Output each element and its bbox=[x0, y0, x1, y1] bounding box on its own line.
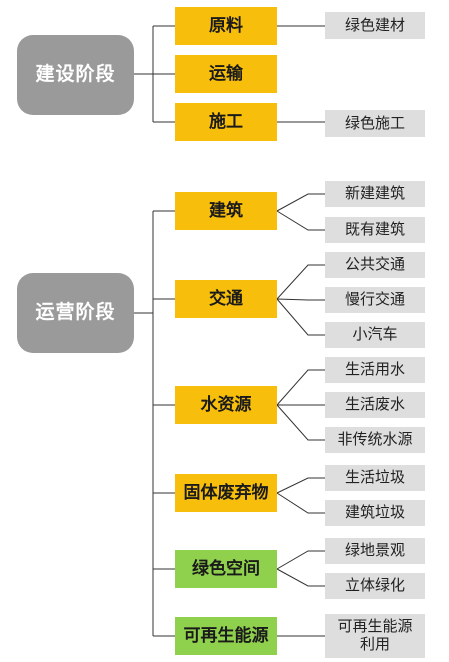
fan-line bbox=[276, 264, 325, 300]
green-building-materials-leaf: 绿色建材 bbox=[325, 12, 425, 39]
fan-line bbox=[276, 492, 325, 514]
renewable-utilization-leaf: 可再生能源利用 bbox=[325, 614, 425, 658]
transport-box: 运输 bbox=[175, 55, 277, 93]
buildings-box: 建筑 bbox=[175, 192, 277, 230]
fan-line bbox=[276, 298, 325, 336]
fan-line bbox=[276, 568, 325, 587]
fan-line bbox=[276, 477, 325, 494]
raw-material-box: 原料 bbox=[175, 7, 277, 45]
domestic-water-leaf: 生活用水 bbox=[325, 357, 425, 383]
construction-stage-box: 建设阶段 bbox=[17, 35, 134, 115]
green-construction-leaf: 绿色施工 bbox=[325, 110, 425, 137]
domestic-wastewater-leaf: 生活废水 bbox=[325, 392, 425, 418]
slow-traffic-leaf: 慢行交通 bbox=[325, 287, 425, 313]
domestic-garbage-leaf: 生活垃圾 bbox=[325, 465, 425, 491]
vertical-greening-leaf: 立体绿化 bbox=[325, 573, 425, 599]
construction-garbage-leaf: 建筑垃圾 bbox=[325, 500, 425, 526]
fan-line bbox=[276, 298, 325, 301]
existing-buildings-leaf: 既有建筑 bbox=[325, 217, 425, 243]
public-transport-leaf: 公共交通 bbox=[325, 252, 425, 278]
fan-line bbox=[276, 210, 325, 231]
traffic-box: 交通 bbox=[175, 280, 277, 318]
renewable-energy-box: 可再生能源 bbox=[175, 617, 277, 655]
new-buildings-leaf: 新建建筑 bbox=[325, 181, 425, 207]
fan-line bbox=[276, 404, 325, 441]
private-car-leaf: 小汽车 bbox=[325, 322, 425, 348]
green-space-box: 绿色空间 bbox=[175, 550, 277, 588]
operation-stage-box: 运营阶段 bbox=[17, 273, 134, 353]
water-resources-box: 水资源 bbox=[175, 386, 277, 424]
fan-line bbox=[276, 550, 325, 570]
green-landscape-leaf: 绿地景观 bbox=[325, 538, 425, 564]
solid-waste-box: 固体废弃物 bbox=[175, 474, 277, 512]
fan-line bbox=[276, 193, 325, 212]
fan-line bbox=[276, 369, 325, 406]
non-traditional-water-leaf: 非传统水源 bbox=[325, 427, 425, 453]
construction-work-box: 施工 bbox=[175, 103, 277, 141]
